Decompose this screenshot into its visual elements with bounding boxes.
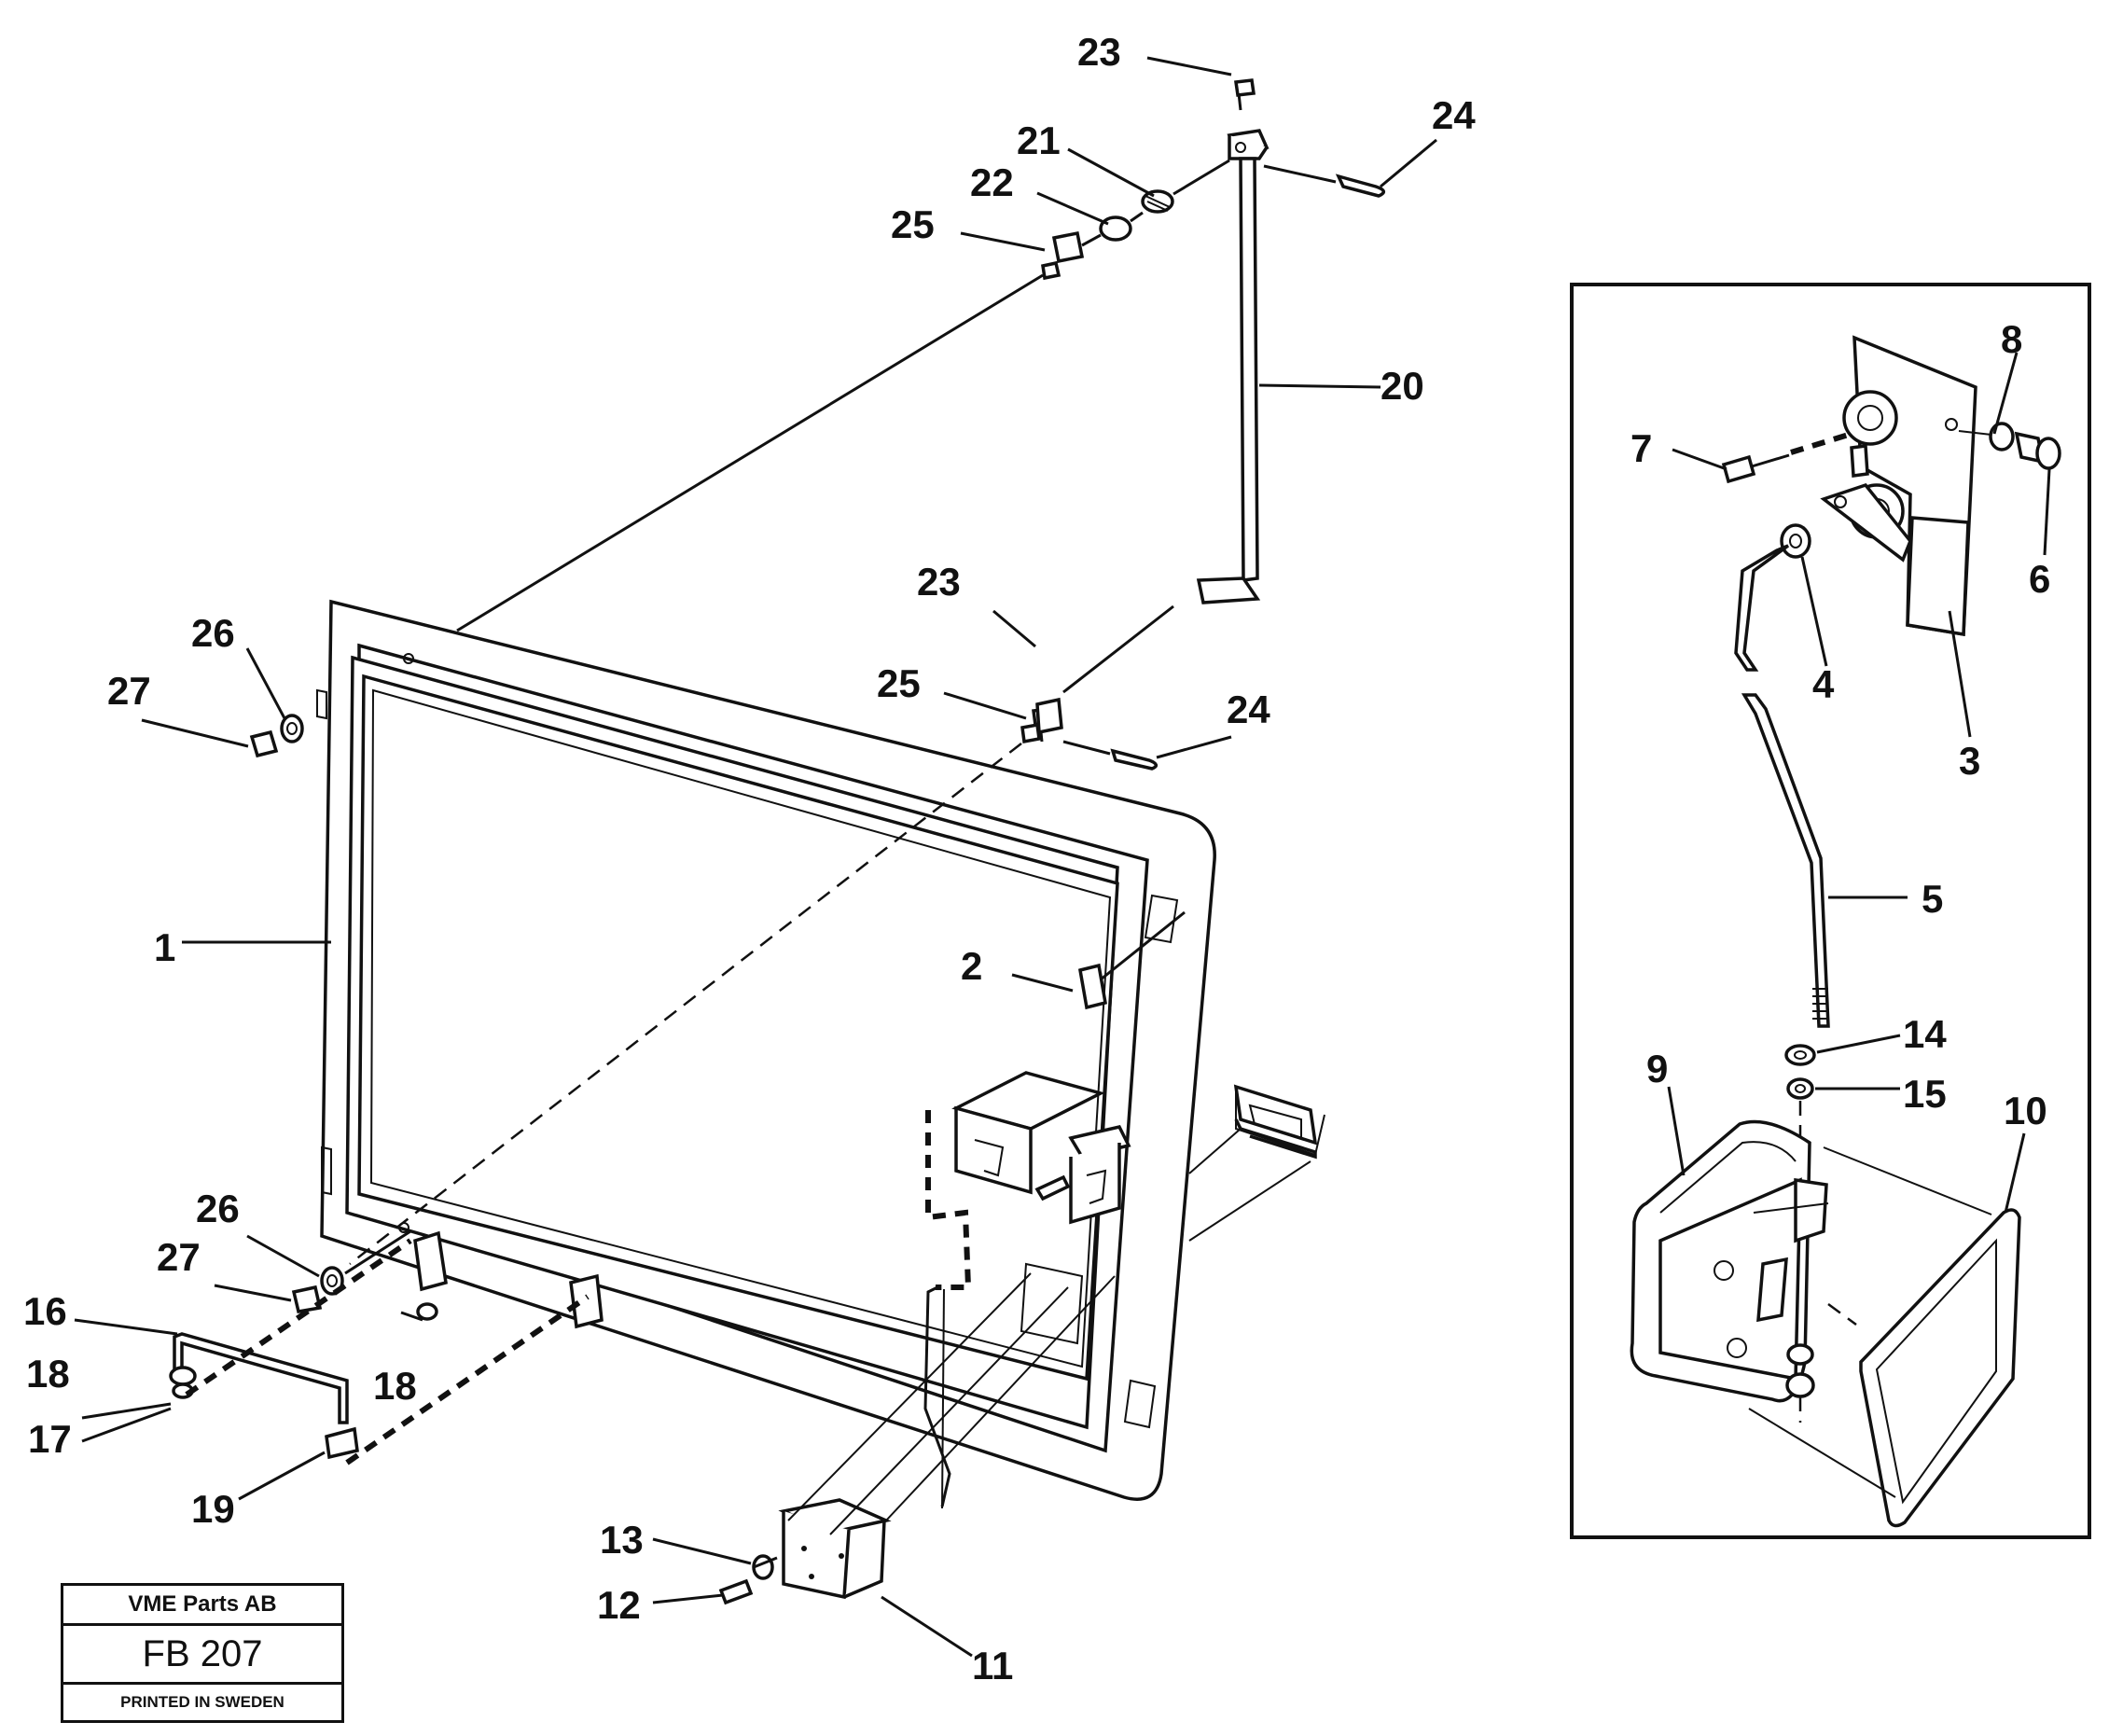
document-number: FB 207 (63, 1626, 341, 1685)
label-2: 2 (961, 944, 982, 988)
bracket-rod-20 (1196, 129, 1270, 604)
label-18-left: 18 (26, 1352, 70, 1396)
label-10: 10 (2004, 1089, 2047, 1132)
label-24-top: 24 (1432, 93, 1476, 137)
inset-latch-detail (1570, 283, 2091, 1539)
label-15: 15 (1903, 1072, 1947, 1116)
lock-body-on-frame (1233, 1084, 1325, 1160)
label-27-top: 27 (107, 669, 151, 713)
label-14: 14 (1903, 1012, 1947, 1056)
label-16: 16 (23, 1289, 67, 1333)
title-block: VME Parts AB FB 207 PRINTED IN SWEDEN (61, 1583, 344, 1723)
label-9: 9 (1646, 1047, 1668, 1090)
label-12: 12 (597, 1583, 641, 1627)
label-1: 1 (154, 925, 175, 969)
label-26-top: 26 (191, 611, 235, 655)
printed-note: PRINTED IN SWEDEN (120, 1693, 284, 1711)
label-24-mid: 24 (1227, 687, 1270, 731)
label-4: 4 (1812, 662, 1835, 706)
label-25-top: 25 (891, 202, 935, 246)
label-21: 21 (1017, 118, 1061, 162)
label-3: 3 (1959, 739, 1980, 783)
bracket-11 (778, 1498, 892, 1600)
label-27-bottom: 27 (157, 1235, 201, 1279)
label-13: 13 (600, 1518, 644, 1562)
label-8: 8 (2001, 317, 2022, 361)
label-22: 22 (970, 160, 1014, 204)
label-25-mid: 25 (877, 661, 921, 705)
label-7: 7 (1630, 426, 1652, 470)
label-6: 6 (2029, 557, 2050, 601)
company-name: VME Parts AB (63, 1586, 341, 1626)
label-26-bottom: 26 (196, 1187, 240, 1230)
label-leaders (74, 56, 2051, 1658)
label-23-mid: 23 (917, 560, 961, 604)
hinge-clip (413, 1230, 604, 1329)
label-5: 5 (1922, 877, 1943, 921)
label-18-bottom: 18 (373, 1364, 417, 1408)
top-fasteners (1020, 78, 1385, 1010)
label-23-top: 23 (1077, 30, 1121, 74)
label-19: 19 (191, 1487, 235, 1531)
latch-bracket (951, 1071, 1131, 1225)
frame-assembly (316, 599, 1216, 1501)
assembly-lines (185, 159, 1337, 1569)
label-17: 17 (28, 1417, 72, 1461)
part-labels: 23 24 21 22 25 20 23 26 27 25 24 1 2 26 … (23, 30, 2050, 1687)
label-20: 20 (1381, 364, 1424, 408)
label-11: 11 (972, 1644, 1013, 1687)
